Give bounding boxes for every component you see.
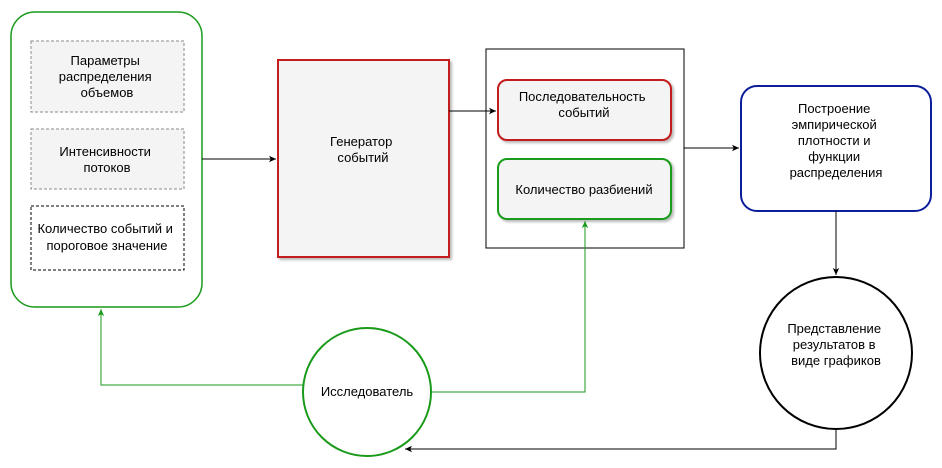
- node-text-line: пороговое значение: [46, 238, 167, 253]
- event-sequence-node[interactable]: Последовательность событий: [497, 79, 672, 141]
- svg-text:Генератор событий: Генератор событий: [330, 134, 396, 165]
- node-text-line: событий: [558, 105, 609, 120]
- svg-text:Представление результато: Представление результатов в виде графико…: [787, 321, 884, 368]
- node-text-line: Представление: [787, 321, 881, 336]
- node-text-line: плотности и: [798, 133, 871, 148]
- node-text-line: Интенсивности: [59, 144, 151, 159]
- node-text-line: Количество событий и: [37, 221, 172, 236]
- edge-researcher-to-inputs: [97, 309, 303, 386]
- svg-text:Построение эмпирической: Построение эмпирической плотности и функ…: [790, 101, 883, 180]
- node-text-line: событий: [337, 150, 388, 165]
- node-text-line: Количество разбиений: [515, 182, 652, 197]
- node-text-line: объемов: [81, 85, 134, 100]
- node-text-line: распределения: [790, 165, 883, 180]
- event-count-threshold-node[interactable]: Количество событий и пороговое значение: [30, 205, 185, 271]
- svg-text:Количество разбиений: Количество разбиений: [515, 182, 652, 197]
- edge-presentation-to-researcher: [405, 429, 837, 453]
- researcher-node[interactable]: Исследователь: [302, 327, 432, 457]
- node-text-line: распределения: [59, 69, 152, 84]
- svg-text:Исследователь: Исследователь: [321, 384, 414, 399]
- node-text-line: эмпирической: [792, 117, 877, 132]
- svg-text:Интенсивности потоков: Интенсивности потоков: [59, 144, 154, 175]
- svg-text:Параметры распределения: Параметры распределения объемов: [59, 53, 155, 100]
- node-text-line: Генератор: [330, 134, 392, 149]
- node-text-line: Последовательность: [519, 89, 646, 104]
- node-text-line: Построение: [798, 101, 870, 116]
- volume-distribution-params-node[interactable]: Параметры распределения объемов: [30, 40, 185, 113]
- event-generator-node[interactable]: Генератор событий: [277, 59, 450, 258]
- node-text-line: виде графиков: [791, 353, 881, 368]
- node-text-line: Исследователь: [321, 384, 414, 399]
- flow-intensity-node[interactable]: Интенсивности потоков: [30, 128, 185, 190]
- svg-text:Последовательность событ: Последовательность событий: [519, 89, 649, 120]
- results-presentation-node[interactable]: Представление результатов в виде графико…: [759, 276, 913, 430]
- node-text-line: потоков: [84, 160, 131, 175]
- node-text-line: функции: [808, 149, 860, 164]
- empirical-distribution-node[interactable]: Построение эмпирической плотности и функ…: [740, 85, 932, 212]
- edge-researcher-to-partitions: [431, 221, 589, 393]
- partition-count-node[interactable]: Количество разбиений: [497, 158, 672, 220]
- node-text-line: результатов в: [793, 337, 876, 352]
- svg-text:Количество событий и пор: Количество событий и пороговое значение: [37, 221, 176, 253]
- node-text-line: Параметры: [71, 53, 140, 68]
